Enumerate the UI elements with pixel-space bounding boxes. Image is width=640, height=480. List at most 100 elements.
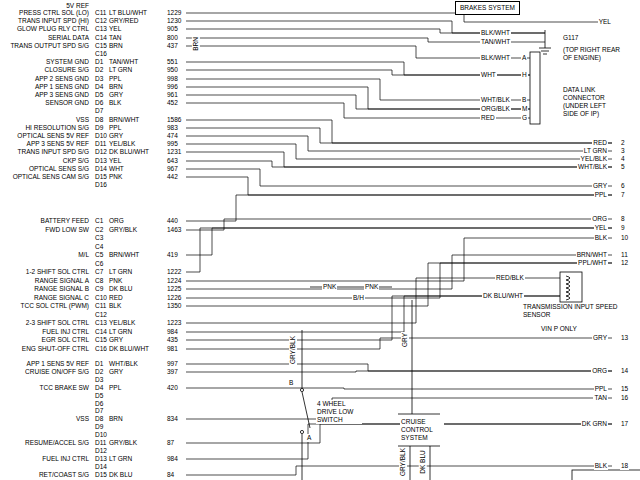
- wire-label: YEL/BLK: [108, 319, 136, 327]
- wire-label: 7: [620, 191, 626, 199]
- wire-label: 984: [166, 328, 179, 336]
- wire-label: LT GRN: [108, 268, 133, 276]
- wire-label: D2: [94, 66, 104, 74]
- wire-label: 442: [166, 173, 179, 181]
- wire-label: D15: [94, 173, 108, 181]
- wire: [186, 338, 612, 349]
- wire-label: 437: [166, 42, 179, 50]
- wire-label: BLK/WHT: [480, 29, 511, 37]
- wire-label: 8: [620, 215, 626, 223]
- wire-label: (TOP RIGHT REAR OF ENGINE): [562, 46, 628, 62]
- wire-label: A: [521, 54, 527, 62]
- wire-label: APP 3 SENS 5V REF: [26, 140, 90, 148]
- wire-label: APP 1 SENS GND: [34, 83, 90, 91]
- wire-label: GRY: [108, 336, 124, 344]
- wire-label: PPL/WHT: [577, 259, 608, 267]
- wire-label: D13: [94, 455, 108, 463]
- wire-label: DK BLU/WHT: [482, 292, 524, 300]
- wire-label: D7: [94, 107, 104, 115]
- wire-label: 397: [166, 368, 179, 376]
- wire: [186, 136, 612, 151]
- wire-label: 1225: [166, 285, 182, 293]
- wire-label: LT GRN: [108, 328, 133, 336]
- wire-label: 967: [166, 165, 179, 173]
- wire-label: FWD LOW SW: [44, 226, 90, 234]
- wire-label: 950: [166, 66, 179, 74]
- switch-contact: [300, 388, 303, 391]
- wire-label: 474: [166, 132, 179, 140]
- cruise-wire: [410, 446, 411, 480]
- wire-label: GRY: [108, 368, 124, 376]
- wire: [186, 424, 612, 443]
- wire-label: 3: [620, 147, 626, 155]
- wire-label: DK BLU: [108, 471, 133, 479]
- wire-label: C4: [94, 243, 104, 251]
- wire-label: D8: [94, 116, 104, 124]
- wire-label: 1224: [166, 277, 182, 285]
- wire-label: 87: [166, 439, 175, 447]
- wire-label: C12: [94, 311, 108, 319]
- wire-label: RESUME/ACCEL S/G: [24, 439, 90, 447]
- wire: [186, 87, 530, 109]
- wire-label: YEL/BLK: [580, 155, 608, 163]
- wire-label: CKP S/G: [62, 157, 90, 165]
- wire-label: D14: [94, 165, 108, 173]
- wire-label: RET/COAST S/G: [38, 471, 90, 479]
- wire-label: BRN/WHT: [576, 251, 608, 259]
- wire-label: 1229: [166, 9, 182, 17]
- wire-label: TRANS OUTPUT SPD S/G: [9, 42, 90, 50]
- wire-label: D14: [94, 463, 108, 471]
- wire-label: RED: [108, 294, 124, 302]
- wire-label: D3: [94, 376, 104, 384]
- ground-symbol: [539, 48, 551, 49]
- wire-label: 643: [166, 157, 179, 165]
- wire-label: VSS: [75, 415, 90, 423]
- wire-label: A: [306, 434, 312, 442]
- wire-label: SENSOR GND: [44, 99, 90, 107]
- wire-label: 435: [166, 336, 179, 344]
- wire-label: LT GRN: [108, 66, 133, 74]
- wire-label: D11: [94, 439, 107, 447]
- wire: [186, 70, 530, 75]
- wire-label: 1226: [166, 294, 182, 302]
- wire-label: 2: [620, 139, 626, 147]
- wire-label: 981: [166, 345, 179, 353]
- wire-label: C1: [94, 217, 104, 225]
- wire: [186, 228, 612, 255]
- wire-label: WHT/BLK: [577, 163, 608, 171]
- wire-label: RANGE SIGNAL B: [33, 285, 90, 293]
- wire-label: 12: [620, 259, 629, 267]
- wire-label: 983: [166, 124, 179, 132]
- wire-label: D5: [94, 392, 104, 400]
- sensor-housing: [560, 272, 582, 302]
- wire-label: GRY/RED: [108, 17, 140, 25]
- wire-label: VIN P ONLY: [540, 325, 578, 333]
- wire-label: D13: [94, 157, 108, 165]
- wire-label: 1463: [166, 226, 182, 234]
- component-label: TRANSMISSION INPUT SPEED SENSOR: [522, 303, 622, 319]
- wire-label: OPTICAL SENS 5V REF: [16, 132, 90, 140]
- ground-symbol: [541, 51, 549, 52]
- switch-wire: [302, 434, 303, 480]
- wire-label: BLK/WHT: [480, 54, 511, 62]
- wire-label: 834: [166, 415, 179, 423]
- wire: [186, 46, 530, 58]
- component-label: 4 WHEEL DRIVE LOW SWITCH: [316, 400, 362, 424]
- wire-label: D1: [94, 360, 104, 368]
- wire-label: 1-2 SHIFT SOL CTRL: [25, 268, 90, 276]
- wire-label: GRY: [108, 91, 124, 99]
- wire-label: 905: [166, 25, 179, 33]
- wire-label: LT GRN: [583, 147, 608, 155]
- wire-label: BRN: [108, 83, 124, 91]
- wire: [186, 398, 612, 419]
- wire-label: PPL: [594, 385, 608, 393]
- wire-label: D11: [94, 140, 107, 148]
- wire-label: OPTICAL SENS CAM S/G: [12, 173, 90, 181]
- wire-label: YEL/BLK: [108, 140, 136, 148]
- wire-label: C14: [94, 34, 108, 42]
- wire-label: GRY: [108, 132, 124, 140]
- wire-label: BLK: [594, 462, 608, 470]
- wire-label: WHT/BLK: [108, 360, 139, 368]
- wire-label: 551: [166, 58, 179, 66]
- wire-label: G117: [562, 34, 579, 42]
